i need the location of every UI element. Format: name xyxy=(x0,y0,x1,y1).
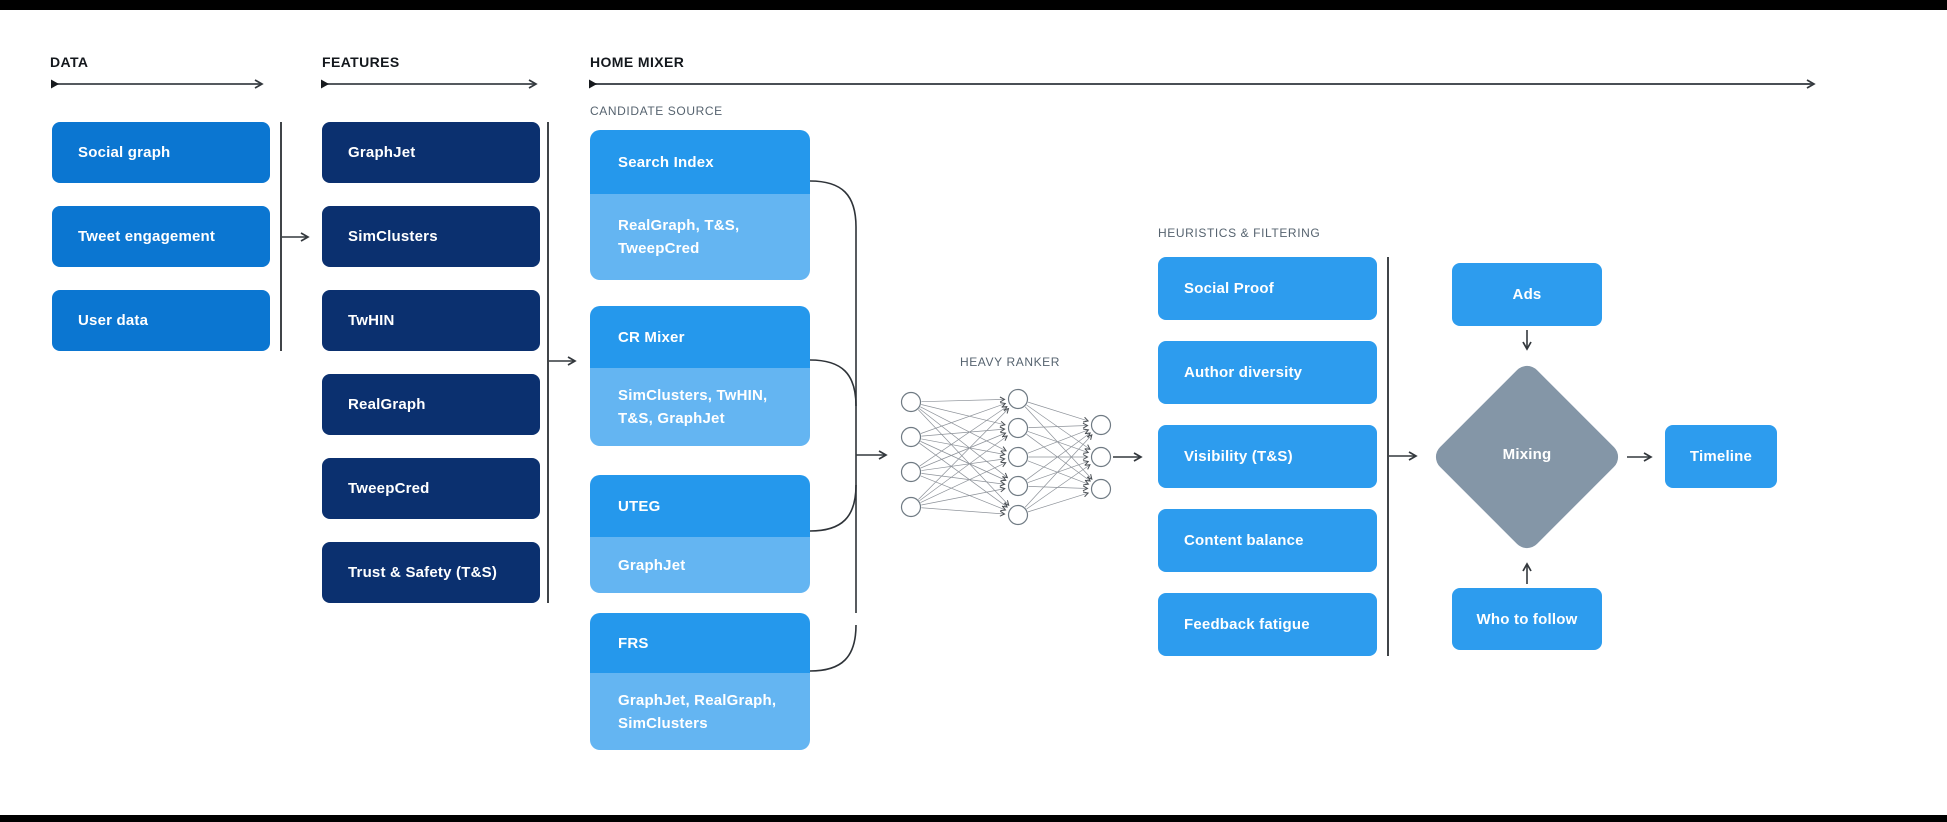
network-edge xyxy=(1026,432,1091,481)
source-bus-line xyxy=(809,180,857,613)
network-edge xyxy=(920,432,1007,469)
network-edge xyxy=(918,407,1010,500)
network-edge xyxy=(1024,406,1093,480)
network-edge xyxy=(921,456,1006,471)
network-neuron xyxy=(1007,504,1029,526)
heavy-ranker-label: HEAVY RANKER xyxy=(959,355,1061,369)
network-neuron xyxy=(1090,414,1112,436)
source-card-uteg: UTEG GraphJet xyxy=(590,475,810,593)
network-edge xyxy=(920,441,1007,482)
features-section-header: FEATURES xyxy=(322,54,400,70)
frs-connector xyxy=(809,624,857,672)
feature-node-simclusters: SimClusters xyxy=(322,206,540,267)
network-edge xyxy=(920,406,1007,452)
source-card-cr-mixer: CR Mixer SimClusters, TwHIN, T&S, GraphJ… xyxy=(590,306,810,446)
source-features: GraphJet, RealGraph, SimClusters xyxy=(590,673,810,750)
data-section-header: DATA xyxy=(50,54,89,70)
filter-node-content-balance: Content balance xyxy=(1158,509,1377,572)
network-edge xyxy=(919,408,1009,479)
network-edge xyxy=(1026,433,1091,482)
data-node-user-data: User data xyxy=(52,290,270,351)
source-features: SimClusters, TwHIN, T&S, GraphJet xyxy=(590,368,810,446)
network-edge xyxy=(921,438,1006,457)
network-neuron xyxy=(900,426,922,448)
source-features: GraphJet xyxy=(590,537,810,593)
feature-node-graphjet: GraphJet xyxy=(322,122,540,183)
network-edge xyxy=(921,396,1006,403)
network-edge xyxy=(1027,460,1090,486)
source-name: CR Mixer xyxy=(590,306,810,368)
source-features: RealGraph, T&S, TweepCred xyxy=(590,194,810,280)
network-edge xyxy=(1027,401,1090,423)
heuristics-label: HEURISTICS & FILTERING xyxy=(1158,226,1321,240)
network-neuron xyxy=(1090,478,1112,500)
source-name: Search Index xyxy=(590,130,810,194)
source-card-frs: FRS GraphJet, RealGraph, SimClusters xyxy=(590,613,810,750)
timeline-node: Timeline xyxy=(1665,425,1777,488)
feature-node-realgraph: RealGraph xyxy=(322,374,540,435)
network-edge xyxy=(919,442,1008,508)
filter-node-author-diversity: Author diversity xyxy=(1158,341,1377,404)
network-edge xyxy=(921,404,1006,427)
network-edge xyxy=(1027,491,1090,513)
crmixer-connector xyxy=(809,359,857,407)
who-to-follow-node: Who to follow xyxy=(1452,588,1602,650)
filter-node-visibility: Visibility (T&S) xyxy=(1158,425,1377,488)
network-edge xyxy=(921,507,1006,517)
feature-node-tweepcred: TweepCred xyxy=(322,458,540,519)
network-neuron xyxy=(1007,446,1029,468)
network-edge xyxy=(1026,404,1091,450)
network-edge xyxy=(920,475,1007,512)
uteg-connector xyxy=(809,484,857,532)
network-edge xyxy=(921,426,1006,437)
network-edge xyxy=(920,461,1007,503)
network-edge xyxy=(920,402,1007,434)
network-edge xyxy=(1028,422,1089,429)
filter-node-social-proof: Social Proof xyxy=(1158,257,1377,320)
mixing-diamond xyxy=(1435,365,1619,549)
source-name: FRS xyxy=(590,613,810,673)
bottom-black-bar xyxy=(0,815,1947,822)
network-edge xyxy=(1027,428,1090,454)
network-neuron xyxy=(1007,475,1029,497)
network-neuron xyxy=(900,461,922,483)
network-edge xyxy=(921,473,1006,487)
source-name: UTEG xyxy=(590,475,810,537)
network-edge xyxy=(919,435,1008,502)
network-neuron xyxy=(1090,446,1112,468)
heavy-ranker-network xyxy=(900,388,1112,526)
network-edge xyxy=(1027,431,1090,454)
feature-node-twhin: TwHIN xyxy=(322,290,540,351)
ads-node: Ads xyxy=(1452,263,1602,326)
filter-node-feedback-fatigue: Feedback fatigue xyxy=(1158,593,1377,656)
source-card-search-index: Search Index RealGraph, T&S, TweepCred xyxy=(590,130,810,280)
network-neuron xyxy=(900,391,922,413)
network-edge xyxy=(921,486,1006,506)
data-node-tweet-engagement: Tweet engagement xyxy=(52,206,270,267)
network-neuron xyxy=(1007,388,1029,410)
data-node-social-graph: Social graph xyxy=(52,122,270,183)
home-mixer-section-header: HOME MIXER xyxy=(590,54,685,70)
network-edge xyxy=(917,409,1010,506)
feature-node-trust-safety: Trust & Safety (T&S) xyxy=(322,542,540,603)
network-edge xyxy=(919,406,1008,467)
mixing-node-label: Mixing xyxy=(1502,446,1552,463)
network-edge xyxy=(1026,464,1091,510)
network-neuron xyxy=(900,496,922,518)
top-black-bar xyxy=(0,0,1947,10)
network-edge xyxy=(1024,434,1093,508)
candidate-source-label: CANDIDATE SOURCE xyxy=(590,104,723,118)
network-neuron xyxy=(1007,417,1029,439)
